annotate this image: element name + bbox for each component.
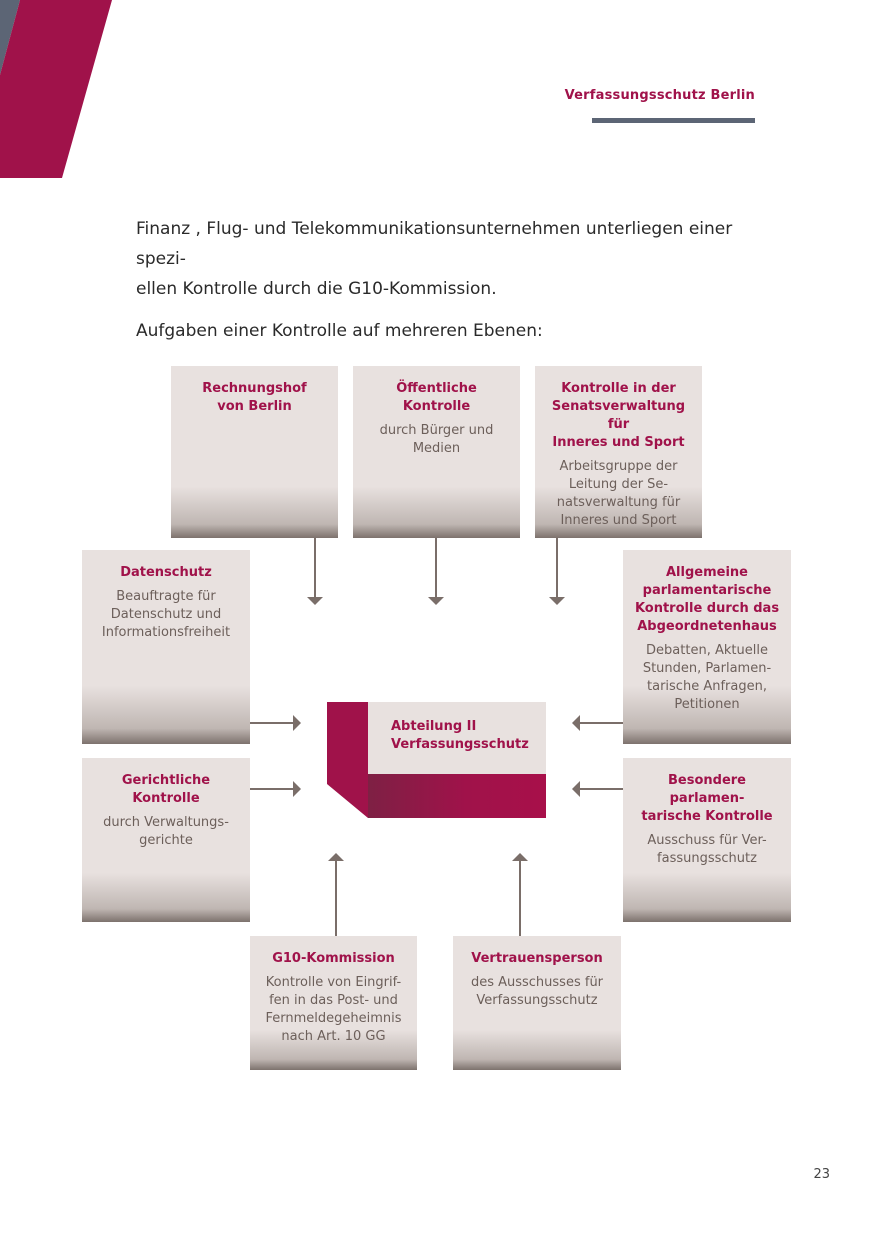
box-title: Vertrauensperson	[471, 951, 603, 966]
center-box-title: Abteilung II Verfassungsschutz	[391, 719, 529, 752]
box-description: Debatten, Aktuelle Stunden, Parlamen- ta…	[642, 643, 772, 712]
box-title: Datenschutz	[120, 565, 212, 580]
box-title: Allgemeine parlamentarische Kontrolle du…	[634, 565, 780, 634]
box-datenschutz: Datenschutz Beauftragte für Datenschutz …	[82, 550, 250, 744]
box-title: Öffentliche Kontrolle	[396, 381, 477, 414]
intro-line-1: Finanz , Flug- und Telekommunikationsunt…	[136, 219, 733, 269]
arrowhead-g10	[328, 853, 344, 861]
box-title: Besondere parlamen- tarische Kontrolle	[641, 773, 773, 824]
arrowhead-oeffentliche	[428, 597, 444, 605]
box-description: Arbeitsgruppe der Leitung der Se- natsve…	[556, 459, 681, 528]
intro-text: Finanz , Flug- und Telekommunikationsunt…	[136, 214, 756, 346]
arrowhead-parlamentarisch	[572, 715, 580, 731]
box-description: durch Bürger und Medien	[379, 423, 494, 456]
header-rule	[592, 118, 755, 123]
box-description: Ausschuss für Ver- fassungsschutz	[647, 833, 767, 866]
box-title: G10-Kommission	[272, 951, 395, 966]
arrowhead-besondere	[572, 781, 580, 797]
box-parlamentarische-kontrolle: Allgemeine parlamentarische Kontrolle du…	[623, 550, 791, 744]
corner-decoration	[0, 0, 112, 178]
box-g10-kommission: G10-Kommission Kontrolle von Eingrif- fe…	[250, 936, 417, 1070]
intro-paragraph-1: Finanz , Flug- und Telekommunikationsunt…	[136, 214, 756, 304]
page-number: 23	[813, 1167, 830, 1182]
arrowhead-gerichtlich	[293, 781, 301, 797]
arrowhead-vertrauensperson	[512, 853, 528, 861]
box-title: Gerichtliche Kontrolle	[121, 773, 211, 806]
box-besondere-kontrolle: Besondere parlamen- tarische Kontrolle A…	[623, 758, 791, 922]
box-description: durch Verwaltungs- gerichte	[103, 815, 229, 848]
box-title: Kontrolle in der Senatsverwaltung für In…	[551, 381, 686, 450]
arrowhead-rechnungshof	[307, 597, 323, 605]
box-senatsverwaltung: Kontrolle in der Senatsverwaltung für In…	[535, 366, 702, 538]
box-description: des Ausschusses für Verfassungsschutz	[470, 975, 604, 1008]
header-title: Verfassungsschutz Berlin	[564, 88, 755, 103]
box-title: Rechnungshof von Berlin	[202, 381, 307, 414]
intro-line-2: ellen Kontrolle durch die G10-Kommission…	[136, 279, 497, 299]
arrowhead-datenschutz	[293, 715, 301, 731]
box-description: Kontrolle von Eingrif- fen in das Post- …	[265, 975, 402, 1044]
box-description: Beauftragte für Datenschutz und Informat…	[101, 589, 231, 640]
intro-paragraph-2: Aufgaben einer Kontrolle auf mehreren Eb…	[136, 321, 543, 341]
arrowhead-senatsverwaltung	[549, 597, 565, 605]
center-box-abteilung-ii	[327, 702, 546, 818]
box-rechnungshof: Rechnungshof von Berlin	[171, 366, 338, 538]
box-oeffentliche-kontrolle: Öffentliche Kontrolle durch Bürger und M…	[353, 366, 520, 538]
box-gerichtliche-kontrolle: Gerichtliche Kontrolle durch Verwaltungs…	[82, 758, 250, 922]
box-vertrauensperson: Vertrauensperson des Ausschusses für Ver…	[453, 936, 621, 1070]
